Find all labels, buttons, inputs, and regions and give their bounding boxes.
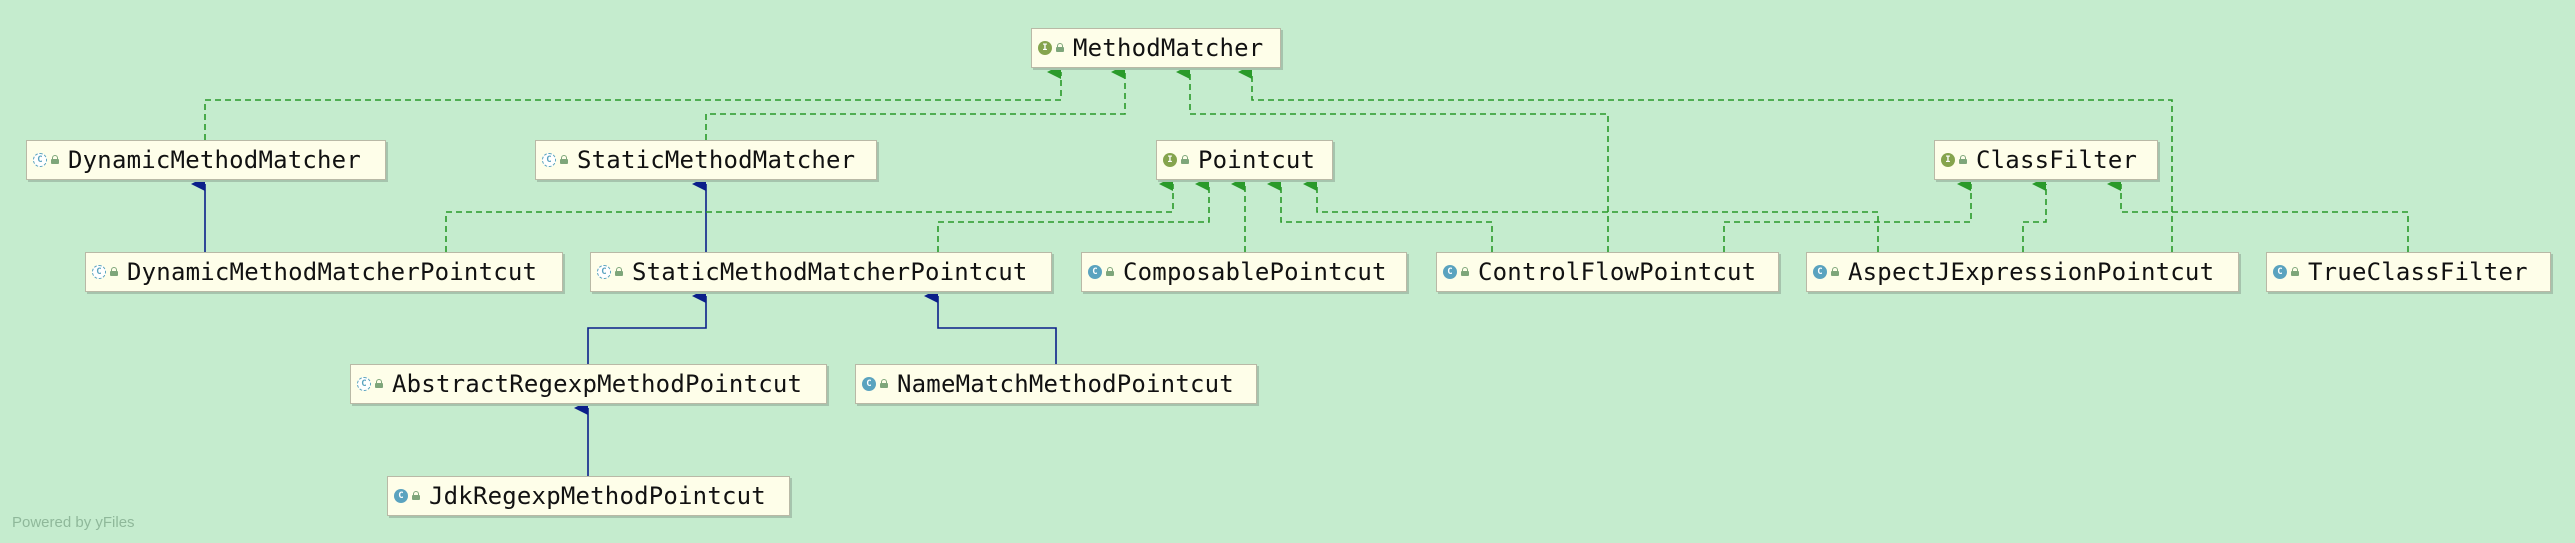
class-node-label: ComposablePointcut bbox=[1123, 258, 1387, 286]
extends-edge-abstract-regexp-method-pointcut-to-static-method-matcher-pointcut bbox=[587, 289, 707, 364]
class-kind-icon: C bbox=[2273, 265, 2287, 279]
class-node-label: Pointcut bbox=[1198, 146, 1316, 174]
class-node-composable-pointcut[interactable]: C ComposablePointcut bbox=[1081, 252, 1407, 292]
class-node-label: MethodMatcher bbox=[1073, 34, 1264, 62]
public-visibility-icon bbox=[1830, 267, 1840, 277]
public-visibility-icon bbox=[614, 267, 624, 277]
interface-kind-icon: I bbox=[1163, 153, 1177, 167]
class-node-label: DynamicMethodMatcher bbox=[68, 146, 361, 174]
class-node-label: JdkRegexpMethodPointcut bbox=[429, 482, 766, 510]
public-visibility-icon bbox=[879, 379, 889, 389]
class-node-class-filter[interactable]: I ClassFilter bbox=[1934, 140, 2158, 180]
implements-edge-static-method-matcher-pointcut-to-pointcut bbox=[937, 177, 1210, 252]
class-node-abstract-regexp-method-pointcut[interactable]: C AbstractRegexpMethodPointcut bbox=[350, 364, 827, 404]
interface-kind-icon: I bbox=[1941, 153, 1955, 167]
class-kind-icon: C bbox=[1813, 265, 1827, 279]
class-node-label: AspectJExpressionPointcut bbox=[1848, 258, 2215, 286]
implements-edge-control-flow-pointcut-to-pointcut bbox=[1267, 177, 1493, 252]
interface-kind-icon: I bbox=[1038, 41, 1052, 55]
class-node-dynamic-method-matcher[interactable]: C DynamicMethodMatcher bbox=[26, 140, 386, 180]
public-visibility-icon bbox=[1105, 267, 1115, 277]
class-kind-icon: C bbox=[1443, 265, 1457, 279]
implements-edge-static-method-matcher-to-method-matcher bbox=[705, 65, 1126, 140]
implements-edge-aspect-jexpression-pointcut-to-pointcut bbox=[1303, 177, 1879, 252]
class-kind-icon: C bbox=[1088, 265, 1102, 279]
public-visibility-icon bbox=[1180, 155, 1190, 165]
class-node-label: AbstractRegexpMethodPointcut bbox=[392, 370, 803, 398]
class-node-control-flow-pointcut[interactable]: C ControlFlowPointcut bbox=[1436, 252, 1779, 292]
class-kind-icon: C bbox=[394, 489, 408, 503]
implements-edge-aspect-jexpression-pointcut-to-method-matcher bbox=[1238, 65, 2173, 252]
class-node-jdk-regexp-method-pointcut[interactable]: C JdkRegexpMethodPointcut bbox=[387, 476, 790, 516]
class-node-label: StaticMethodMatcherPointcut bbox=[632, 258, 1028, 286]
class-node-label: StaticMethodMatcher bbox=[577, 146, 856, 174]
class-node-aspect-jexpression-pointcut[interactable]: C AspectJExpressionPointcut bbox=[1806, 252, 2239, 292]
class-kind-icon: C bbox=[33, 153, 47, 167]
class-node-label: DynamicMethodMatcherPointcut bbox=[127, 258, 538, 286]
class-node-label: TrueClassFilter bbox=[2308, 258, 2528, 286]
class-node-static-method-matcher[interactable]: C StaticMethodMatcher bbox=[535, 140, 877, 180]
class-node-label: ControlFlowPointcut bbox=[1478, 258, 1757, 286]
public-visibility-icon bbox=[2290, 267, 2300, 277]
class-kind-icon: C bbox=[92, 265, 106, 279]
powered-by-watermark: Powered by yFiles bbox=[12, 514, 135, 531]
public-visibility-icon bbox=[411, 491, 421, 501]
public-visibility-icon bbox=[109, 267, 119, 277]
public-visibility-icon bbox=[1958, 155, 1968, 165]
public-visibility-icon bbox=[1460, 267, 1470, 277]
class-node-static-method-matcher-pointcut[interactable]: C StaticMethodMatcherPointcut bbox=[590, 252, 1052, 292]
class-node-label: NameMatchMethodPointcut bbox=[897, 370, 1234, 398]
class-node-name-match-method-pointcut[interactable]: C NameMatchMethodPointcut bbox=[855, 364, 1257, 404]
implements-edge-control-flow-pointcut-to-class-filter bbox=[1723, 177, 1972, 252]
implements-edge-dynamic-method-matcher-to-method-matcher bbox=[204, 65, 1062, 140]
public-visibility-icon bbox=[50, 155, 60, 165]
implements-edge-true-class-filter-to-class-filter bbox=[2107, 177, 2409, 252]
class-node-method-matcher[interactable]: I MethodMatcher bbox=[1031, 28, 1281, 68]
implements-edge-dynamic-method-matcher-pointcut-to-pointcut bbox=[445, 177, 1174, 252]
class-kind-icon: C bbox=[597, 265, 611, 279]
class-node-true-class-filter[interactable]: C TrueClassFilter bbox=[2266, 252, 2551, 292]
edges-layer bbox=[191, 65, 2409, 476]
public-visibility-icon bbox=[1055, 43, 1065, 53]
class-kind-icon: C bbox=[542, 153, 556, 167]
class-kind-icon: C bbox=[357, 377, 371, 391]
extends-edge-name-match-method-pointcut-to-static-method-matcher-pointcut bbox=[924, 289, 1057, 364]
class-node-label: ClassFilter bbox=[1976, 146, 2138, 174]
public-visibility-icon bbox=[559, 155, 569, 165]
class-kind-icon: C bbox=[862, 377, 876, 391]
class-node-dynamic-method-matcher-pointcut[interactable]: C DynamicMethodMatcherPointcut bbox=[85, 252, 563, 292]
public-visibility-icon bbox=[374, 379, 384, 389]
implements-edge-aspect-jexpression-pointcut-to-class-filter bbox=[2022, 177, 2047, 252]
class-node-pointcut[interactable]: I Pointcut bbox=[1156, 140, 1333, 180]
